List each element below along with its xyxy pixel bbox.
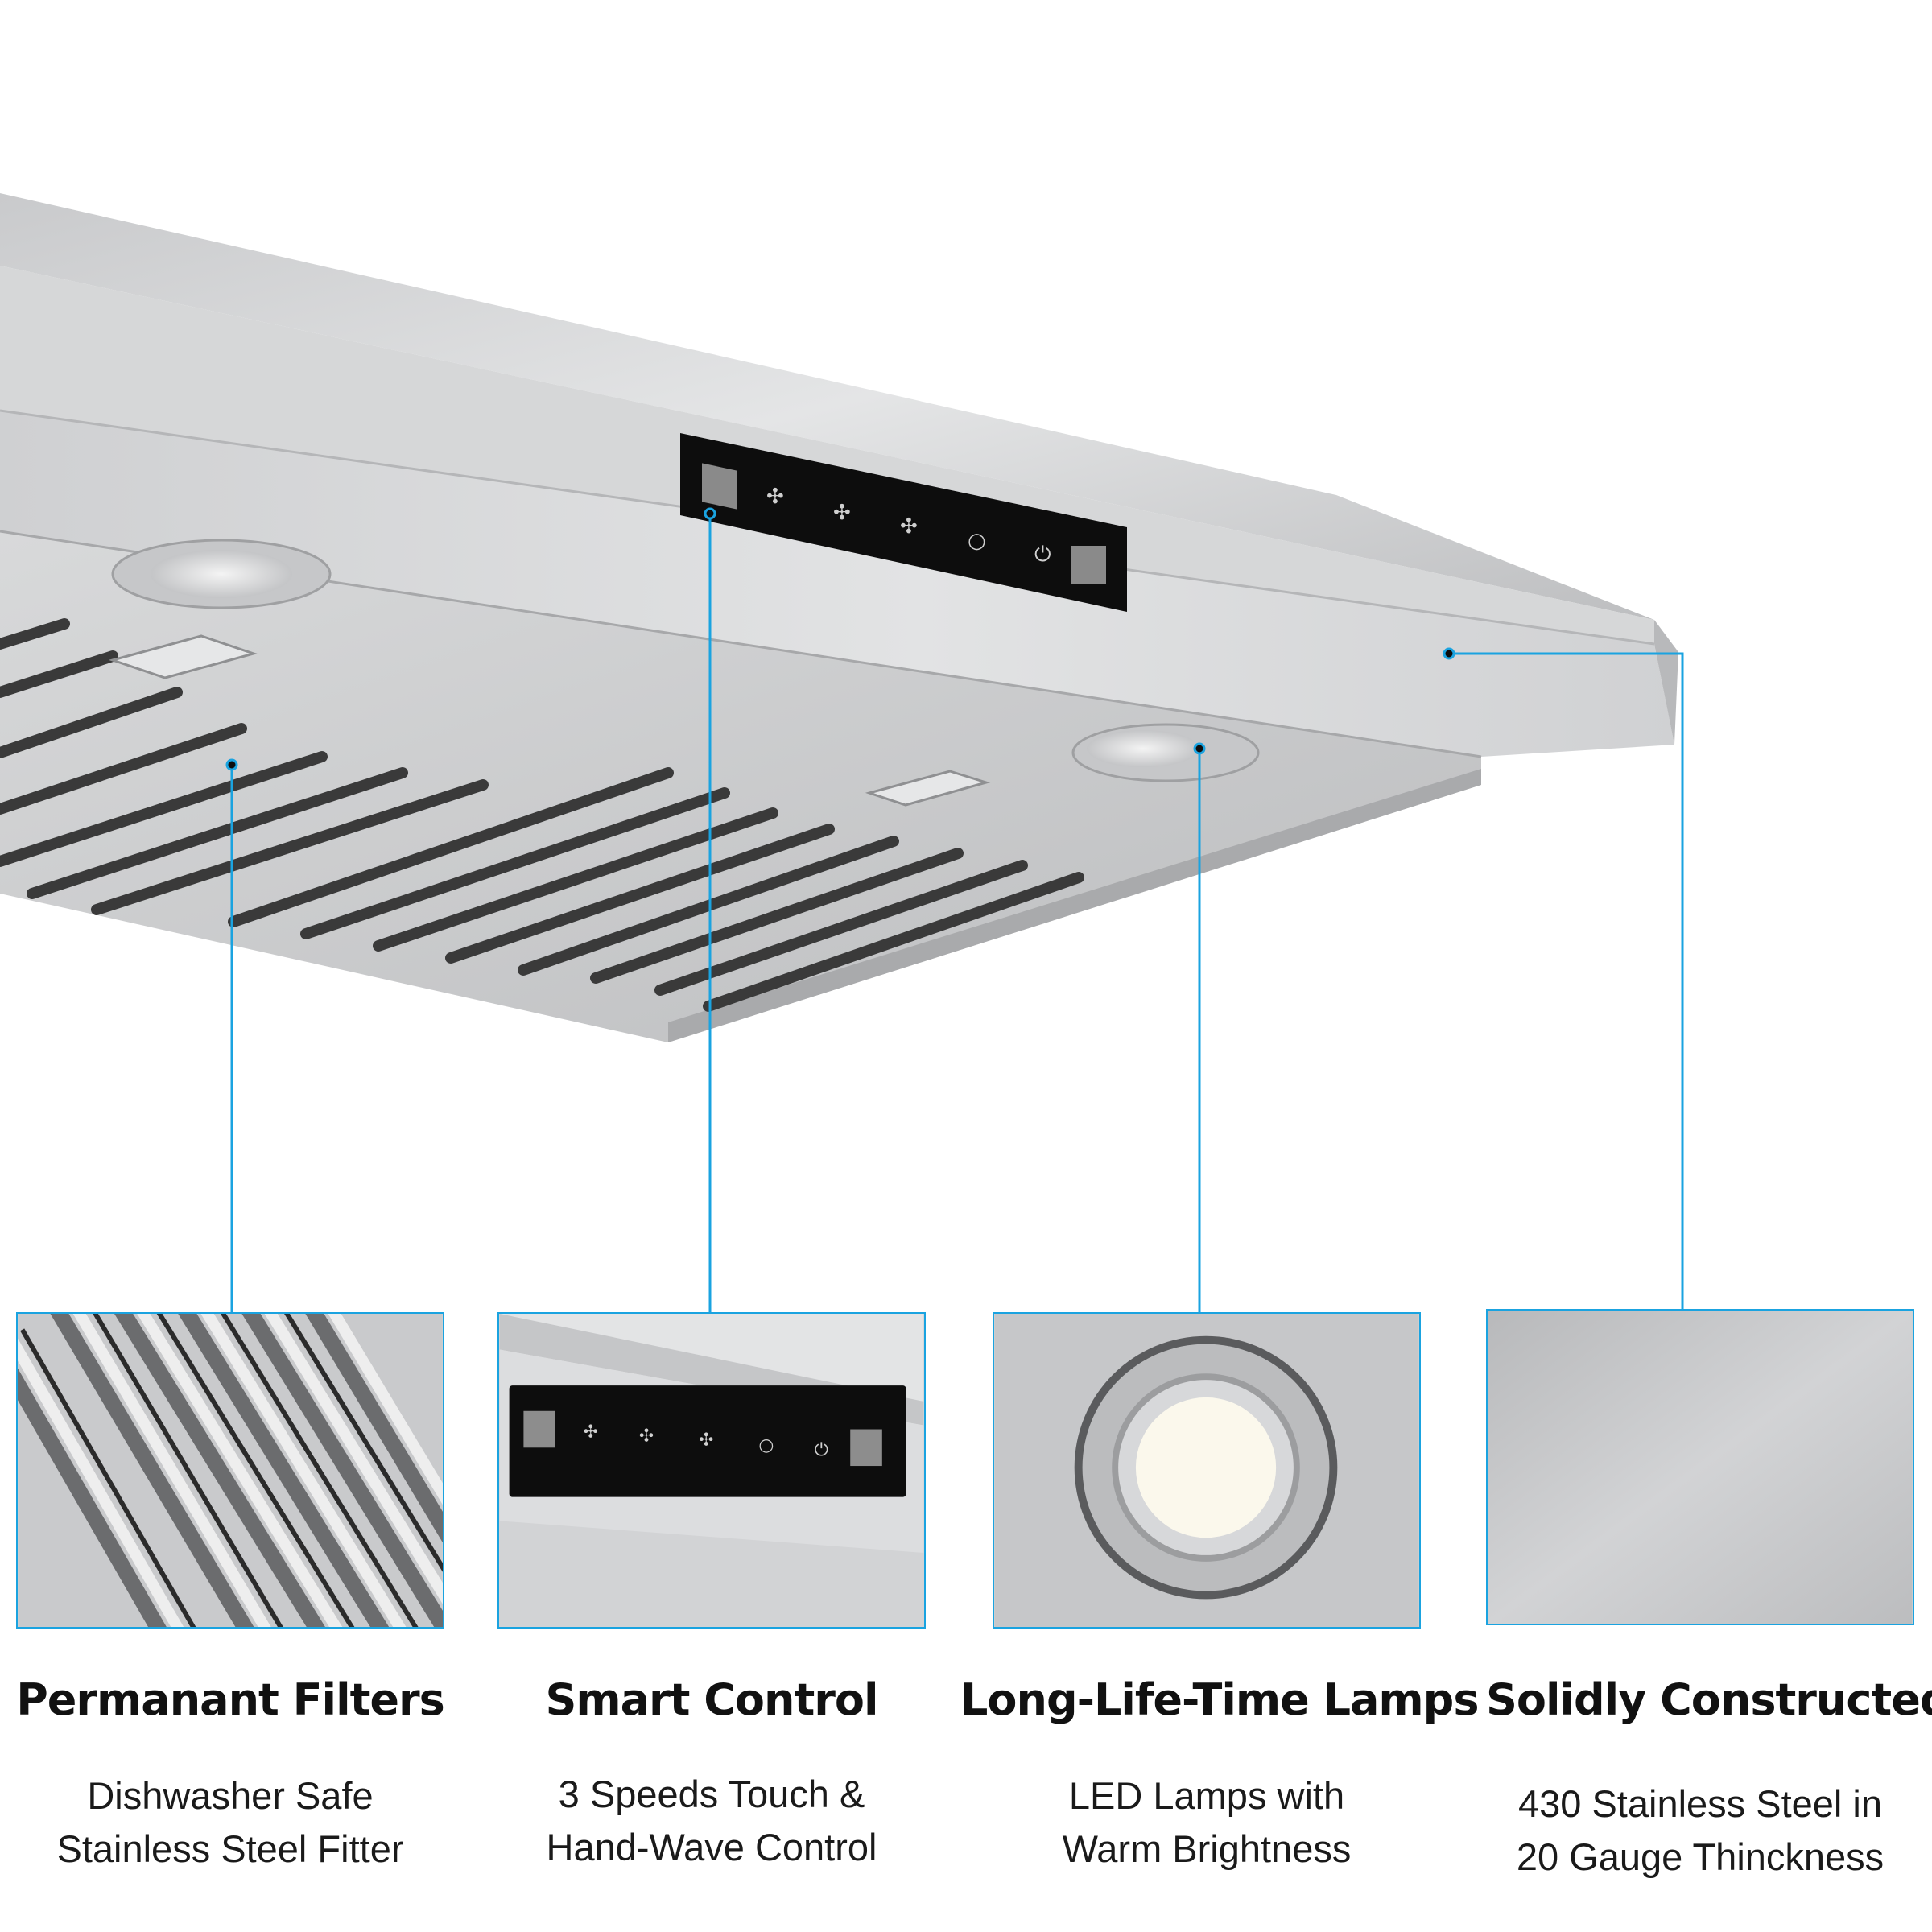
feature-title-control: Smart Control <box>545 1674 878 1725</box>
control-panel-closeup: ✣ ✣ ✣ ○ ⏻ <box>499 1314 924 1627</box>
feature-desc-line: Stainless Steel Fitter <box>56 1827 404 1870</box>
feature-desc-line: Warm Brightness <box>1062 1827 1352 1870</box>
fan-low-icon[interactable]: ✣ <box>584 1422 598 1442</box>
svg-text:⏻: ⏻ <box>1034 543 1051 567</box>
feature-title-steel: Solidly Constructed <box>1486 1674 1932 1725</box>
feature-photo-filters <box>16 1312 444 1629</box>
baffle-filter-closeup <box>18 1314 443 1627</box>
feature-desc-control: 3 Speeds Touch & Hand-Wave Control <box>497 1768 926 1874</box>
feature-photo-lamps <box>993 1312 1421 1629</box>
feature-desc-line: LED Lamps with <box>1068 1774 1345 1817</box>
fan-high-icon[interactable]: ✣ <box>699 1430 713 1450</box>
light-bulb-icon[interactable]: ○ <box>758 1435 774 1455</box>
feature-title-filters: Permanant Filters <box>16 1674 445 1725</box>
feature-desc-line: 3 Speeds Touch & <box>558 1773 865 1815</box>
feature-desc-line: 20 Gauge Thinckness <box>1516 1835 1885 1878</box>
feature-photo-control: ✣ ✣ ✣ ○ ⏻ <box>497 1312 926 1629</box>
svg-text:✣: ✣ <box>900 514 918 539</box>
feature-desc-lamps: LED Lamps with Warm Brightness <box>993 1769 1421 1876</box>
brushed-steel-closeup <box>1488 1311 1913 1624</box>
svg-text:○: ○ <box>968 529 986 553</box>
feature-desc-filters: Dishwasher Safe Stainless Steel Fitter <box>16 1769 444 1876</box>
led-lamp-closeup <box>994 1314 1419 1627</box>
feature-title-lamps: Long-Life-Time Lamps <box>960 1674 1479 1725</box>
feature-photo-steel <box>1486 1309 1914 1625</box>
power-icon[interactable]: ⏻ <box>815 1440 828 1460</box>
feature-desc-steel: 430 Stainless Steel in 20 Gauge Thinckne… <box>1486 1777 1914 1884</box>
svg-text:✣: ✣ <box>766 485 784 509</box>
feature-desc-line: Dishwasher Safe <box>87 1774 374 1817</box>
fan-medium-icon[interactable]: ✣ <box>639 1426 654 1446</box>
svg-text:✣: ✣ <box>833 501 851 525</box>
feature-desc-line: Hand-Wave Control <box>546 1826 877 1868</box>
feature-desc-line: 430 Stainless Steel in <box>1517 1782 1882 1825</box>
